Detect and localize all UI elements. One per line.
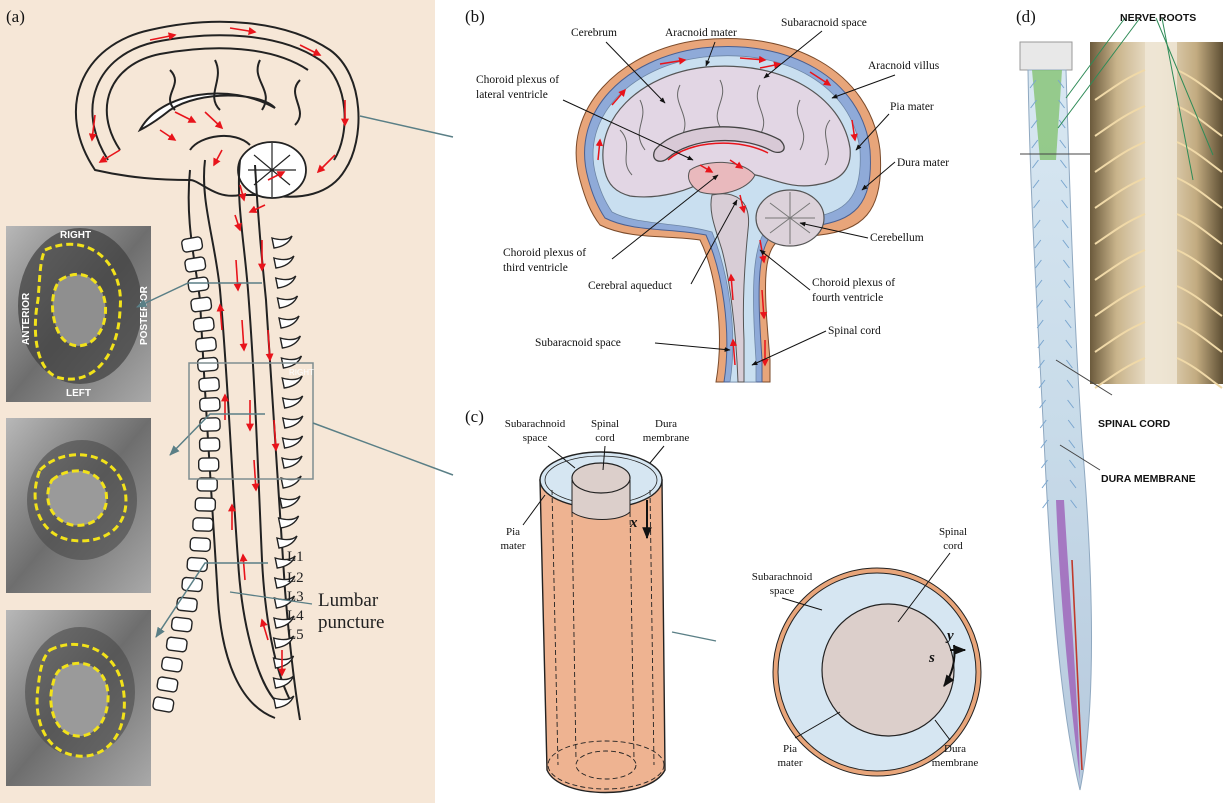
- vertebral-body: [152, 696, 174, 712]
- vertebra-label-l1: L1: [287, 549, 304, 565]
- label-cord-2: cord: [595, 432, 615, 444]
- vertebral-body: [171, 617, 192, 632]
- vertebral-body: [197, 357, 218, 372]
- cs-label-dura-2: membrane: [932, 757, 979, 769]
- cerebellum-b: [756, 190, 824, 246]
- lumbar-labels: L1 L2 L3 L4 L5: [287, 549, 304, 643]
- label-choroid-lateral-2: lateral ventricle: [476, 89, 548, 101]
- panel-b-label: (b): [465, 7, 485, 26]
- panel-b: (b) Cerebrum Aracnoid mater Subaracnoid …: [465, 7, 949, 382]
- vertebral-body: [176, 597, 197, 612]
- panel-d-label: (d): [1016, 7, 1036, 26]
- cord-contour-1: [53, 274, 106, 345]
- y-axis-label: y: [945, 628, 954, 644]
- cs-label-subarachnoid-1: Subarachnoid: [752, 571, 813, 583]
- label-spinal-cord-d: SPINAL CORD: [1098, 418, 1171, 430]
- vertebral-body: [182, 577, 203, 592]
- nerve-roots-photo: [1090, 42, 1223, 388]
- label-dura-membrane-d: DURA MEMBRANE: [1101, 473, 1196, 485]
- panel-c: (c) Subarachnoid space Spinal cord Dura …: [465, 407, 981, 793]
- vertebral-body: [166, 637, 188, 652]
- label-subaracnoid-space-bottom: Subaracnoid space: [535, 337, 621, 349]
- vertebra-label-l5: L5: [287, 627, 304, 643]
- vertebral-body: [199, 377, 220, 391]
- cerebellum-a: [238, 142, 306, 198]
- vertebral-body: [193, 317, 214, 332]
- s-axis-label: s: [928, 650, 935, 666]
- label-pia-2: mater: [500, 540, 525, 552]
- vertebral-body: [197, 478, 217, 491]
- label-cerebrum: Cerebrum: [571, 27, 617, 39]
- panel-a-label: (a): [6, 7, 25, 26]
- vertebral-body: [157, 676, 179, 692]
- label-nerve-roots: NERVE ROOTS: [1120, 12, 1196, 24]
- label-subaracnoid-space-top: Subaracnoid space: [781, 17, 867, 29]
- vertebral-body: [195, 337, 216, 352]
- panel-c-label: (c): [465, 407, 484, 426]
- panel-d: (d) NERVE ROOTS SPINAL CORD DURA MEMBRAN…: [1016, 7, 1223, 790]
- cs-label-pia-1: Pia: [783, 743, 797, 755]
- cs-label-subarachnoid-2: space: [770, 585, 795, 597]
- label-dura-1: Dura: [655, 418, 677, 430]
- cs-label-cord-2: cord: [943, 540, 963, 552]
- label-cerebral-aqueduct: Cerebral aqueduct: [588, 280, 673, 292]
- connector-c-cross-section: [672, 632, 716, 641]
- label-choroid-fourth-1: Choroid plexus of: [812, 277, 895, 289]
- label-spinal-cord-b: Spinal cord: [828, 325, 881, 337]
- dura-cylinder: [540, 452, 665, 793]
- label-pia-1: Pia: [506, 526, 520, 538]
- label-pia-mater-b: Pia mater: [890, 101, 934, 113]
- cs-label-pia-2: mater: [777, 757, 802, 769]
- mri-image-1: RIGHT LEFT ANTERIOR POSTERIOR: [6, 226, 151, 402]
- mri-label-left: LEFT: [66, 388, 91, 399]
- x-axis-label: x: [629, 515, 638, 531]
- label-cerebellum-b: Cerebellum: [870, 232, 924, 244]
- vertebral-body: [199, 397, 220, 411]
- label-dura-mater-b: Dura mater: [897, 157, 949, 169]
- cs-label-cord-1: Spinal: [939, 526, 967, 538]
- mri-image-2: [6, 418, 151, 593]
- label-choroid-third-2: third ventricle: [503, 262, 568, 274]
- vertebral-body: [193, 518, 213, 532]
- vertebral-body: [161, 657, 183, 673]
- label-subarachnoid-1: Subarachnoid: [505, 418, 566, 430]
- vertebral-body: [199, 438, 219, 451]
- vertebral-body: [199, 458, 219, 471]
- cs-label-dura-1: Dura: [944, 743, 966, 755]
- cord-contour-3: [51, 663, 108, 736]
- mri-label-posterior: POSTERIOR: [139, 285, 150, 345]
- lumbar-puncture-label-1: Lumbar: [318, 590, 379, 611]
- vertebral-body: [184, 256, 206, 272]
- label-aracnoid-mater: Aracnoid mater: [665, 27, 737, 39]
- label-choroid-third-1: Choroid plexus of: [503, 247, 586, 259]
- vertebral-body: [188, 277, 210, 293]
- label-aracnoid-villus: Aracnoid villus: [868, 60, 940, 72]
- label-dura-2: membrane: [643, 432, 690, 444]
- panel-a: (a): [0, 0, 453, 803]
- vertebral-body: [195, 498, 215, 511]
- label-cord-1: Spinal: [591, 418, 619, 430]
- vertebral-body: [181, 236, 203, 252]
- vertebral-body: [200, 418, 220, 432]
- mri-label-right: RIGHT: [60, 230, 91, 241]
- label-choroid-lateral-1: Choroid plexus of: [476, 74, 559, 86]
- vertebra-label-l4: L4: [287, 608, 304, 624]
- mri-image-3: [6, 610, 151, 786]
- vertebral-body: [190, 297, 212, 312]
- label-subarachnoid-2: space: [523, 432, 548, 444]
- vertebra-label-l2: L2: [287, 570, 304, 586]
- zoom-box-label: RIGHT: [289, 368, 314, 377]
- vertebral-body: [190, 537, 211, 551]
- label-choroid-fourth-2: fourth ventricle: [812, 292, 883, 304]
- lumbar-puncture-label-2: puncture: [318, 612, 384, 633]
- mri-label-anterior: ANTERIOR: [21, 292, 32, 345]
